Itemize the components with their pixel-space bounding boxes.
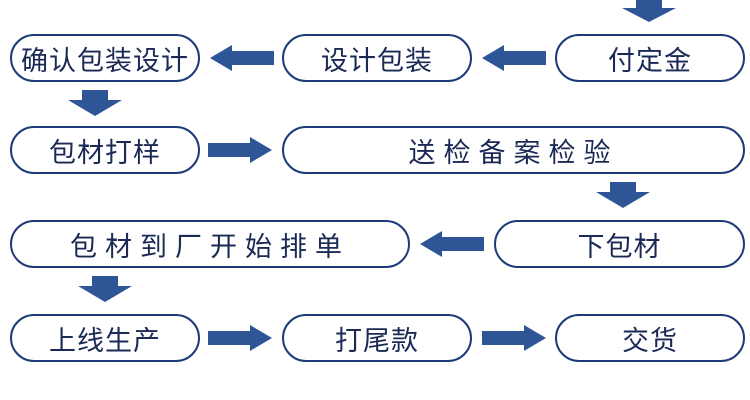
step-deposit: 付定金 (555, 34, 745, 82)
step-delivery: 交货 (555, 314, 745, 362)
step-production: 上线生产 (10, 314, 200, 362)
step-schedule: 包材到厂开始排单 (10, 220, 410, 268)
step-order-material: 下包材 (494, 220, 745, 268)
arrow-down-icon (68, 90, 122, 116)
step-sample: 包材打样 (10, 126, 200, 174)
arrow-left-icon (210, 45, 274, 71)
step-inspection: 送检备案检验 (282, 126, 745, 174)
arrow-down-icon (596, 182, 650, 208)
arrow-right-icon (482, 325, 546, 351)
step-final-payment: 打尾款 (282, 314, 472, 362)
step-confirm-design: 确认包装设计 (10, 34, 200, 82)
arrow-down-icon (622, 0, 676, 22)
arrow-left-icon (482, 45, 546, 71)
step-packaging-design: 设计包装 (282, 34, 472, 82)
arrow-right-icon (208, 137, 272, 163)
arrow-left-icon (420, 231, 484, 257)
arrow-right-icon (208, 325, 272, 351)
arrow-down-icon (78, 276, 132, 302)
